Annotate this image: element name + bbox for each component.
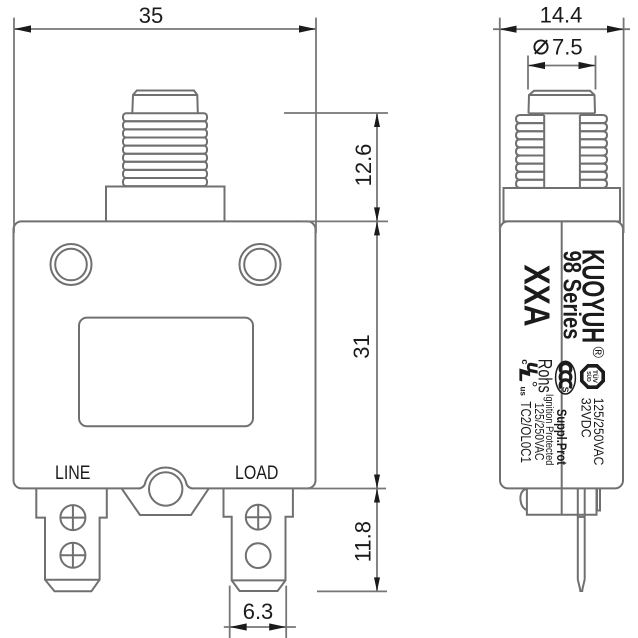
svg-text:S: S [560, 387, 570, 393]
svg-text:XXA: XXA [516, 265, 557, 327]
svg-text:125/250VAC: 125/250VAC [532, 403, 546, 461]
svg-text:TC2/OL0C1: TC2/OL0C1 [517, 401, 534, 463]
svg-text:14.4: 14.4 [540, 3, 583, 28]
svg-text:31: 31 [349, 334, 374, 358]
svg-text:35: 35 [139, 3, 163, 28]
svg-text:LINE: LINE [55, 462, 91, 484]
svg-text:®: ® [589, 347, 606, 359]
svg-text:98 Series: 98 Series [558, 251, 586, 340]
svg-text:7.5: 7.5 [552, 35, 583, 60]
svg-text:us: us [518, 387, 527, 397]
svg-text:11.8: 11.8 [351, 521, 376, 562]
svg-text:c: c [519, 359, 530, 364]
svg-text:L: L [517, 369, 533, 382]
svg-text:125/250VAC: 125/250VAC [591, 398, 606, 466]
svg-text:Rohs: Rohs [534, 359, 555, 393]
svg-text:Ignition Protected: Ignition Protected [543, 394, 555, 466]
svg-text:KUOYUH: KUOYUH [575, 249, 611, 343]
svg-text:12.6: 12.6 [351, 144, 376, 187]
svg-text:6.3: 6.3 [243, 599, 274, 624]
svg-text:SÜD: SÜD [585, 371, 592, 382]
svg-text:TÜV: TÜV [591, 370, 600, 384]
svg-text:Suppl.Prot: Suppl.Prot [554, 409, 569, 465]
svg-text:32VDC: 32VDC [578, 398, 593, 438]
svg-text:U: U [524, 363, 540, 374]
svg-text:LOAD: LOAD [235, 462, 279, 484]
